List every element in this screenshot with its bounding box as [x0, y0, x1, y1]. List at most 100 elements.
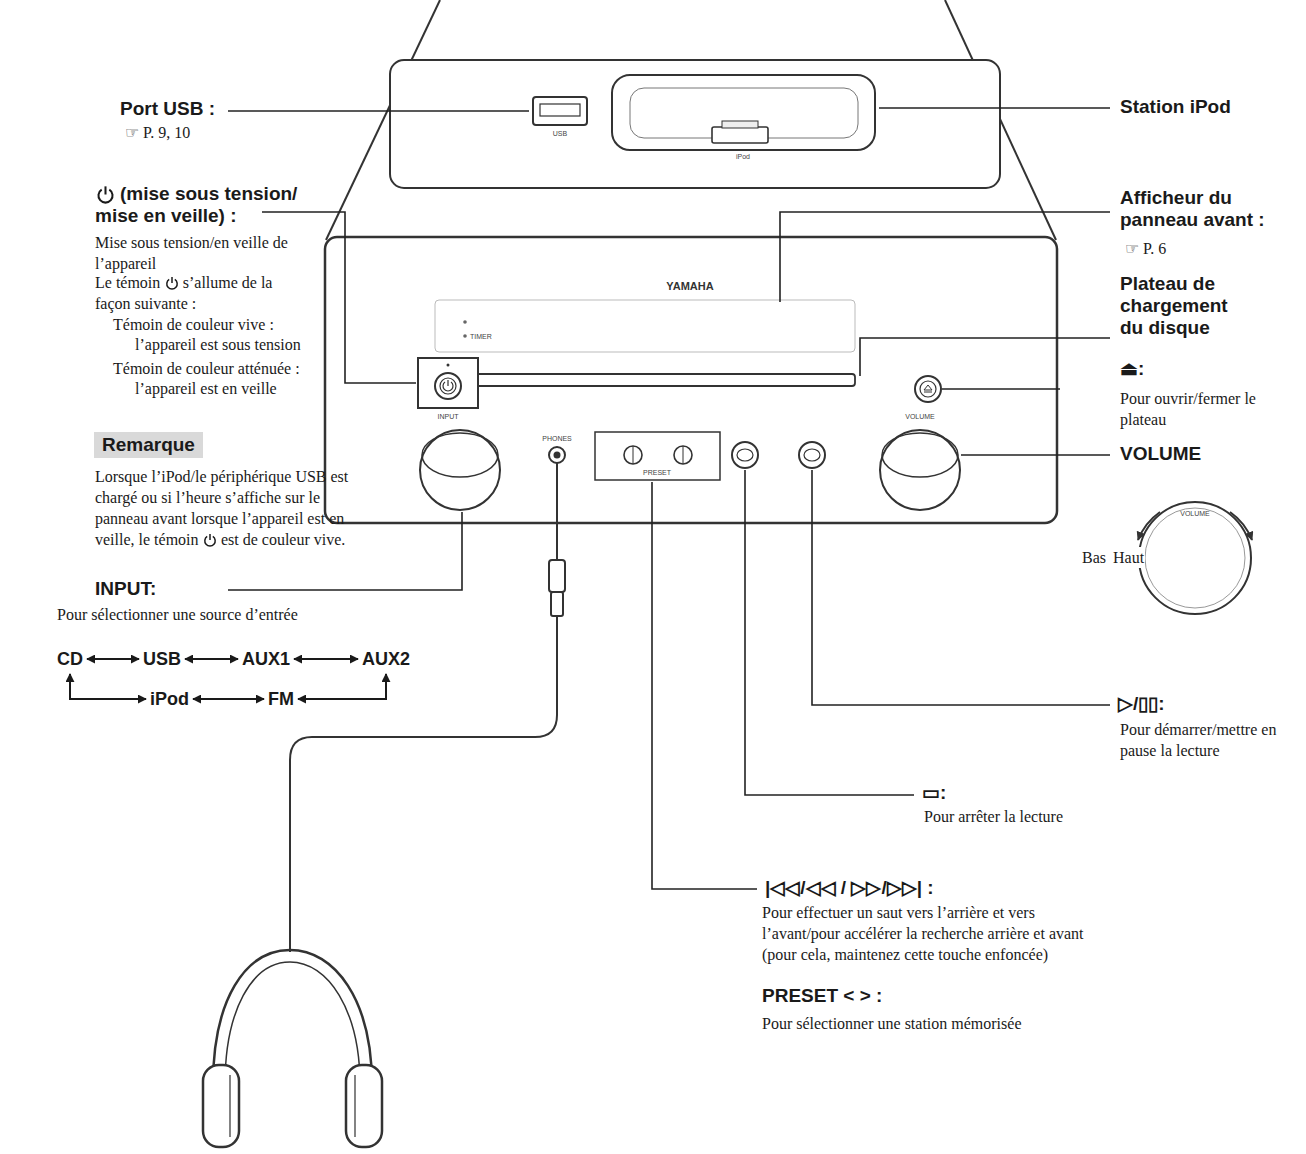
front-body	[463, 320, 467, 324]
eject-button	[915, 376, 941, 402]
front-body	[325, 237, 1057, 523]
leader-lines	[228, 108, 1110, 889]
source-cycle-arrow	[70, 674, 146, 699]
source-cycle-arrow	[193, 698, 264, 700]
panel-marking: TIMER	[470, 332, 492, 341]
source-cycle-arrow	[185, 658, 238, 660]
power-icon	[171, 277, 173, 283]
panel-marking: iPod	[736, 152, 750, 161]
callout-text: Témoin de couleur vive :	[113, 314, 274, 335]
power-icon	[96, 185, 115, 204]
headphone-jack	[549, 447, 565, 463]
housing-outline	[326, 0, 1056, 240]
source-cycle-arrow	[294, 658, 358, 660]
callout-title: Port USB :	[120, 98, 215, 120]
volume-knob	[882, 433, 958, 477]
volume-dial-icon	[1230, 512, 1252, 540]
note-text: Lorsque l’iPod/le périphérique USB est c…	[95, 466, 357, 550]
top-panel	[612, 75, 875, 150]
source-cycle-arrow	[298, 674, 386, 699]
headphones	[551, 592, 563, 616]
brand-logo: YAMAHA	[666, 280, 713, 293]
headphones	[556, 463, 558, 560]
eject-button	[924, 385, 932, 392]
leader-lines	[942, 388, 1060, 390]
power-icon	[203, 533, 217, 547]
front-body	[435, 300, 855, 352]
callout-text: Pour démarrer/mettre en pause la lecture	[1120, 719, 1302, 761]
input-source: AUX1	[242, 648, 290, 670]
headphone-jack	[554, 452, 561, 459]
spacer	[180, 274, 183, 291]
callout-title: ▭:	[922, 782, 946, 804]
headphones	[290, 616, 557, 952]
callout-text: l’appareil est en veille	[135, 378, 277, 399]
top-panel	[390, 60, 1000, 188]
leader-lines	[812, 470, 1110, 705]
eject-button	[915, 376, 941, 402]
callout-title: ⏏:	[1120, 358, 1144, 380]
leader-lines	[961, 454, 1110, 456]
top-panel	[390, 60, 1000, 188]
front-body	[435, 374, 855, 386]
power-icon	[165, 276, 179, 290]
power-icon	[95, 185, 116, 206]
callout-text: Pour ouvrir/fermer le plateau	[1120, 388, 1300, 430]
callout-text: l’appareil est sous tension	[135, 334, 301, 355]
callout-text: Pour effectuer un saut vers l’arrière et…	[762, 902, 1102, 965]
power-button	[435, 373, 461, 399]
leader-lines	[652, 482, 757, 889]
headphones	[230, 1075, 355, 1137]
callout-title: |◁◁/◁◁ / ▷▷/▷▷| :	[765, 877, 934, 899]
callout-text: Pour sélectionner une source d’entrée	[57, 604, 298, 625]
power-icon	[209, 534, 211, 540]
volume-knob	[880, 430, 960, 510]
power-button	[447, 364, 450, 367]
play-button	[799, 442, 825, 468]
spacer	[199, 531, 202, 548]
panel-marking: PHONES	[542, 434, 572, 443]
leader-lines	[879, 107, 1110, 109]
headphones	[213, 950, 372, 1085]
volume-dial-icon	[1145, 508, 1245, 608]
source-cycle-arrow	[87, 658, 139, 660]
page-reference: ☞ P. 6	[1125, 238, 1166, 259]
leader-lines	[860, 338, 1110, 376]
note-text: est de couleur vive.	[221, 531, 345, 548]
top-panel	[533, 97, 587, 125]
panel-marking: INPUT	[438, 412, 459, 421]
page-reference: ☞ P. 9, 10	[125, 122, 190, 143]
power-button	[443, 380, 453, 391]
stop-button	[732, 442, 758, 468]
callout-title: PRESET < > :	[762, 985, 882, 1007]
power-button	[418, 358, 478, 408]
callout-title: Plateau de chargement du disque	[1120, 273, 1250, 339]
input-knob	[420, 430, 500, 510]
panel-marking: PRESET	[643, 468, 671, 477]
dial-label: Bas	[1081, 547, 1107, 568]
callout-title: Afficheur du panneau avant :	[1120, 187, 1295, 231]
node-text: USB	[143, 648, 181, 670]
input-source: iPod	[150, 688, 189, 710]
callout-title: Station iPod	[1120, 96, 1231, 118]
volume-knob	[880, 430, 960, 510]
stop-button	[732, 442, 758, 468]
headphones	[203, 1065, 239, 1147]
input-knob	[422, 433, 498, 477]
input-source: CD	[57, 648, 83, 670]
volume-dial-icon	[1138, 512, 1160, 540]
node-text: CD	[57, 648, 83, 670]
spacer	[160, 274, 163, 291]
node-text: AUX2	[362, 648, 410, 670]
volume-dial-icon	[1139, 502, 1251, 614]
top-panel	[540, 104, 580, 116]
volume-dial-icon	[1138, 502, 1252, 614]
callout-text: Le témoin	[95, 274, 160, 291]
headphones	[346, 1065, 382, 1147]
headphones	[225, 962, 360, 1085]
callout-title: VOLUME	[1120, 443, 1201, 465]
callout-title: (mise sous tension/ mise en veille) :	[95, 183, 325, 227]
